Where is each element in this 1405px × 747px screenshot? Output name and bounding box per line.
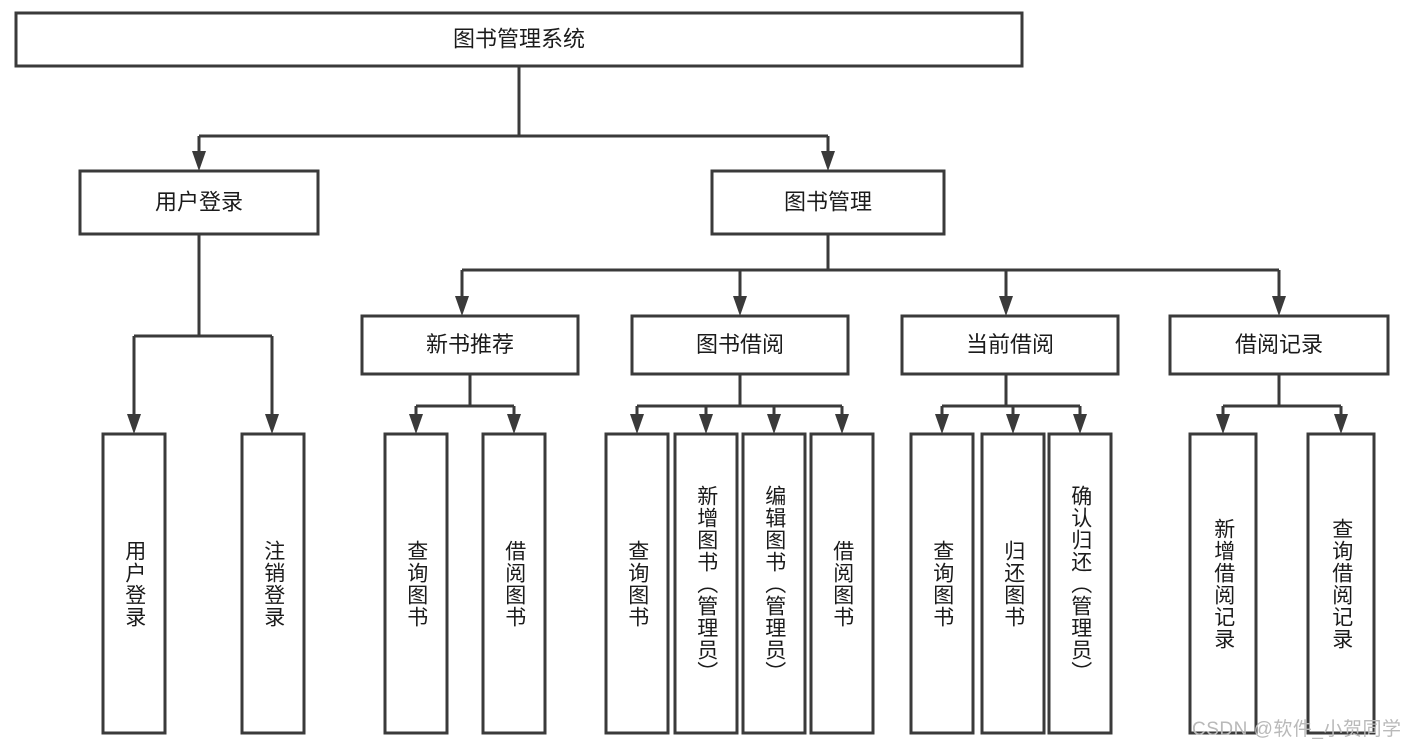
leaf-node-leaf-query-book-borrow[interactable] — [604, 432, 670, 735]
node-label-new-book-recommend: 新书推荐 — [426, 332, 514, 357]
leaf-node-leaf-user-login[interactable] — [101, 432, 167, 735]
arrow-head-icon — [1272, 296, 1286, 316]
arrow-head-icon — [699, 414, 713, 434]
arrow-head-icon — [1006, 414, 1020, 434]
node-label-current-borrow: 当前借阅 — [966, 332, 1054, 357]
arrow-head-icon — [455, 296, 469, 316]
leaf-node-leaf-query-book-current[interactable] — [909, 432, 975, 735]
arrow-head-icon — [507, 414, 521, 434]
arrow-head-icon — [767, 414, 781, 434]
leaf-node-leaf-borrow-book-recommend[interactable] — [481, 432, 547, 735]
leaf-node-leaf-query-borrow-record[interactable] — [1306, 432, 1376, 735]
level1-node-user-login[interactable] — [78, 169, 320, 236]
leaf-node-leaf-edit-book[interactable] — [741, 432, 807, 735]
node-label-book-borrow: 图书借阅 — [696, 332, 784, 357]
node-label-user-login: 用户登录 — [155, 189, 243, 214]
arrow-head-icon — [127, 414, 141, 434]
arrow-head-icon — [192, 151, 206, 171]
arrow-head-icon — [265, 414, 279, 434]
root-node-root[interactable] — [14, 11, 1024, 68]
level2-node-borrow-record[interactable] — [1168, 314, 1390, 376]
leaf-node-leaf-borrow-book[interactable] — [809, 432, 875, 735]
level2-node-new-book-recommend[interactable] — [360, 314, 580, 376]
node-label-borrow-record: 借阅记录 — [1235, 332, 1323, 357]
leaf-node-leaf-confirm-return[interactable] — [1047, 432, 1113, 735]
connector-layer — [127, 66, 1348, 434]
arrow-head-icon — [1073, 414, 1087, 434]
leaf-node-leaf-add-book[interactable] — [673, 432, 739, 735]
level2-node-current-borrow[interactable] — [900, 314, 1120, 376]
node-label-book-management: 图书管理 — [784, 189, 872, 214]
arrow-head-icon — [1216, 414, 1230, 434]
level1-node-book-management[interactable] — [710, 169, 946, 236]
arrow-head-icon — [630, 414, 644, 434]
leaf-node-leaf-add-borrow-record[interactable] — [1188, 432, 1258, 735]
leaf-node-leaf-query-book-recommend[interactable] — [383, 432, 449, 735]
leaf-node-leaf-user-logout[interactable] — [240, 432, 306, 735]
arrow-head-icon — [733, 296, 747, 316]
arrow-head-icon — [1334, 414, 1348, 434]
leaf-node-leaf-return-book[interactable] — [980, 432, 1046, 735]
node-label-root: 图书管理系统 — [453, 26, 585, 51]
level2-node-book-borrow[interactable] — [630, 314, 850, 376]
watermark-credit: CSDN @软件_小贺同学 — [1192, 719, 1402, 740]
arrow-head-icon — [821, 151, 835, 171]
node-box-layer — [14, 11, 1390, 735]
arrow-head-icon — [409, 414, 423, 434]
arrow-head-icon — [935, 414, 949, 434]
arrow-head-icon — [999, 296, 1013, 316]
arrow-head-icon — [835, 414, 849, 434]
